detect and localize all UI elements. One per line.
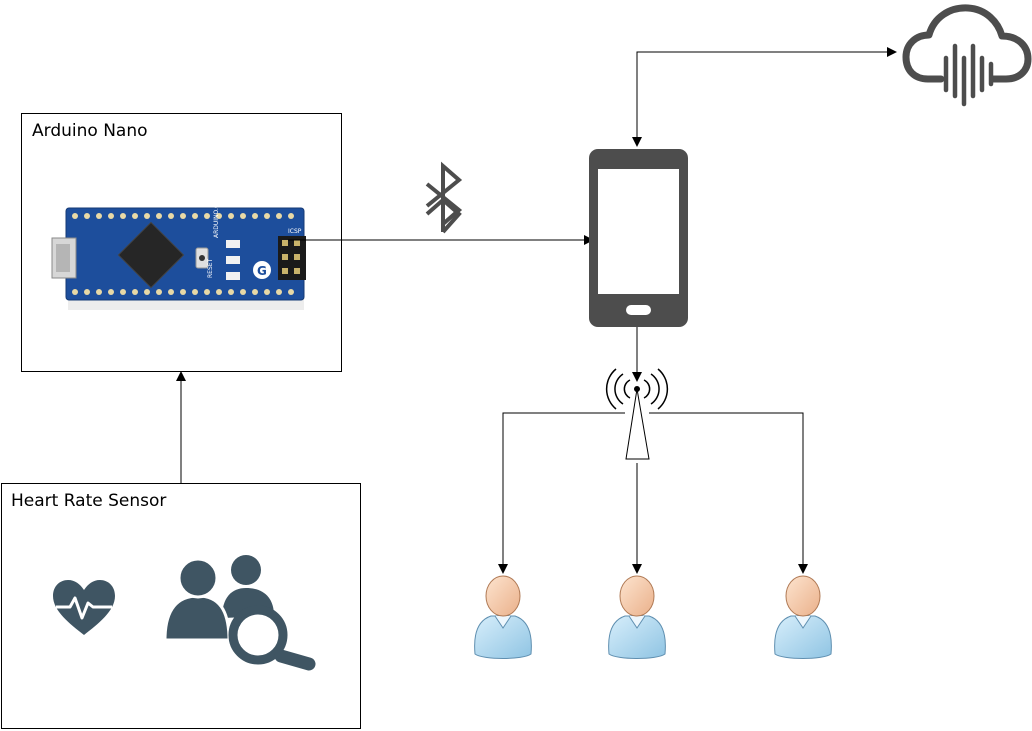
board-reset-label: RESET: [207, 258, 214, 278]
tower-to-user-right-arrow: [649, 412, 808, 574]
arduino-board-image: G ARDUINO.CC RESET ICSP: [51, 200, 306, 310]
user-icon: [608, 575, 666, 659]
wireless-tower-icon: [605, 368, 669, 460]
heart-rate-sensor-title: Heart Rate Sensor: [11, 491, 167, 511]
board-model-label: ARDUINO.CC: [213, 200, 220, 238]
board-icsp-label: ICSP: [288, 228, 302, 235]
arduino-nano-title: Arduino Nano: [32, 121, 148, 141]
phone-cloud-connector: [636, 47, 897, 140]
bluetooth-icon: [425, 161, 463, 234]
cloud-rain-icon: [902, 4, 1032, 107]
user-icon: [774, 575, 832, 659]
heart-pulse-icon: [53, 580, 115, 635]
people-search-icon: [163, 555, 316, 671]
svg-text:G: G: [257, 264, 267, 278]
smartphone-icon: [589, 149, 688, 327]
user-icon: [474, 575, 532, 659]
tower-to-user-left-arrow: [498, 412, 625, 574]
